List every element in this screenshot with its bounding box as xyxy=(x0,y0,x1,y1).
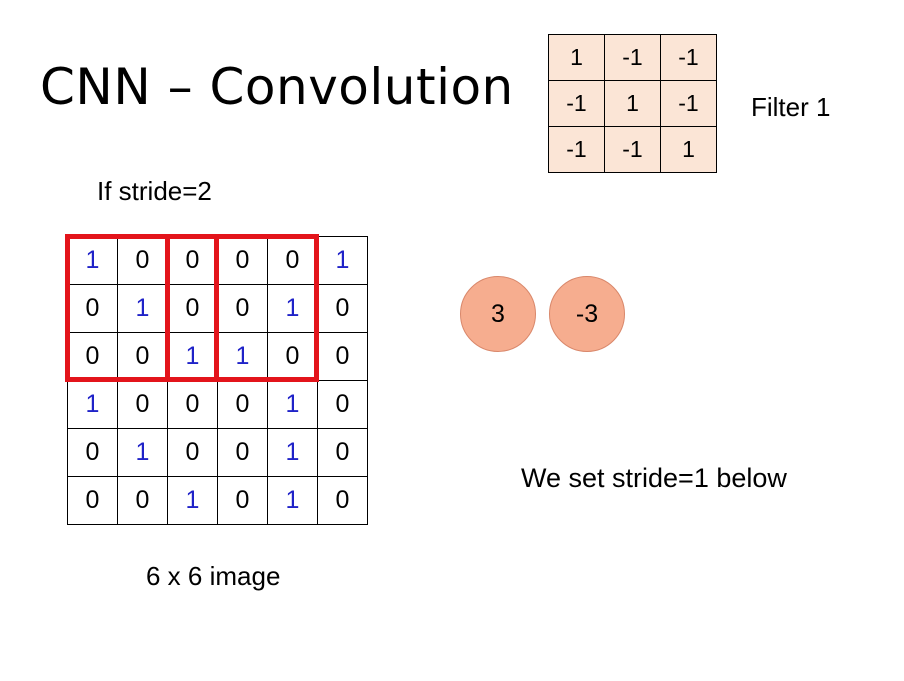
image-cell: 1 xyxy=(167,476,218,525)
image-cell: 0 xyxy=(317,332,368,381)
filter-cell: -1 xyxy=(604,34,661,81)
image-cell: 1 xyxy=(267,380,318,429)
image-cell: 1 xyxy=(267,476,318,525)
filter-cell: -1 xyxy=(548,126,605,173)
image-cell: 1 xyxy=(117,428,168,477)
image-cell: 0 xyxy=(217,476,268,525)
image-row: 0 0 1 0 1 0 xyxy=(67,476,368,525)
stride-note: We set stride=1 below xyxy=(521,463,787,493)
filter-matrix: 1 -1 -1 -1 1 -1 -1 -1 1 xyxy=(548,34,717,173)
image-cell: 0 xyxy=(317,476,368,525)
image-cell: 1 xyxy=(67,236,118,285)
image-cell: 0 xyxy=(117,332,168,381)
image-cell: 0 xyxy=(217,380,268,429)
filter-cell: -1 xyxy=(604,126,661,173)
image-cell: 0 xyxy=(317,428,368,477)
image-cell: 0 xyxy=(317,380,368,429)
image-cell: 0 xyxy=(67,428,118,477)
image-matrix: 1 0 0 0 0 1 0 1 0 0 1 0 0 0 1 1 0 0 1 0 … xyxy=(67,236,368,525)
image-cell: 0 xyxy=(267,332,318,381)
image-cell: 0 xyxy=(117,380,168,429)
slide-title: CNN – Convolution xyxy=(40,58,514,116)
image-cell: 0 xyxy=(167,428,218,477)
filter-label: Filter 1 xyxy=(751,92,831,122)
image-cell: 0 xyxy=(217,284,268,333)
filter-row: -1 1 -1 xyxy=(548,80,717,127)
image-cell: 0 xyxy=(167,284,218,333)
image-cell: 0 xyxy=(317,284,368,333)
image-cell: 0 xyxy=(167,236,218,285)
image-cell: 1 xyxy=(267,284,318,333)
image-cell: 1 xyxy=(217,332,268,381)
filter-cell: 1 xyxy=(660,126,717,173)
filter-cell: -1 xyxy=(660,80,717,127)
image-cell: 0 xyxy=(67,332,118,381)
image-cell: 1 xyxy=(267,428,318,477)
image-cell: 1 xyxy=(67,380,118,429)
image-row: 0 1 0 0 1 0 xyxy=(67,284,368,333)
image-cell: 1 xyxy=(317,236,368,285)
image-cell: 0 xyxy=(167,380,218,429)
filter-cell: 1 xyxy=(604,80,661,127)
stride-label: If stride=2 xyxy=(97,176,212,206)
image-cell: 0 xyxy=(117,236,168,285)
image-row: 1 0 0 0 0 1 xyxy=(67,236,368,285)
image-cell: 0 xyxy=(67,284,118,333)
image-label: 6 x 6 image xyxy=(146,561,281,591)
filter-cell: -1 xyxy=(548,80,605,127)
filter-cell: 1 xyxy=(548,34,605,81)
output-value-circle: -3 xyxy=(549,276,625,352)
output-value-circle: 3 xyxy=(460,276,536,352)
filter-row: -1 -1 1 xyxy=(548,126,717,173)
image-row: 1 0 0 0 1 0 xyxy=(67,380,368,429)
image-cell: 0 xyxy=(67,476,118,525)
image-cell: 0 xyxy=(267,236,318,285)
image-row: 0 0 1 1 0 0 xyxy=(67,332,368,381)
image-cell: 0 xyxy=(117,476,168,525)
image-cell: 1 xyxy=(117,284,168,333)
image-cell: 0 xyxy=(217,236,268,285)
image-row: 0 1 0 0 1 0 xyxy=(67,428,368,477)
image-cell: 0 xyxy=(217,428,268,477)
filter-cell: -1 xyxy=(660,34,717,81)
image-cell: 1 xyxy=(167,332,218,381)
filter-row: 1 -1 -1 xyxy=(548,34,717,81)
